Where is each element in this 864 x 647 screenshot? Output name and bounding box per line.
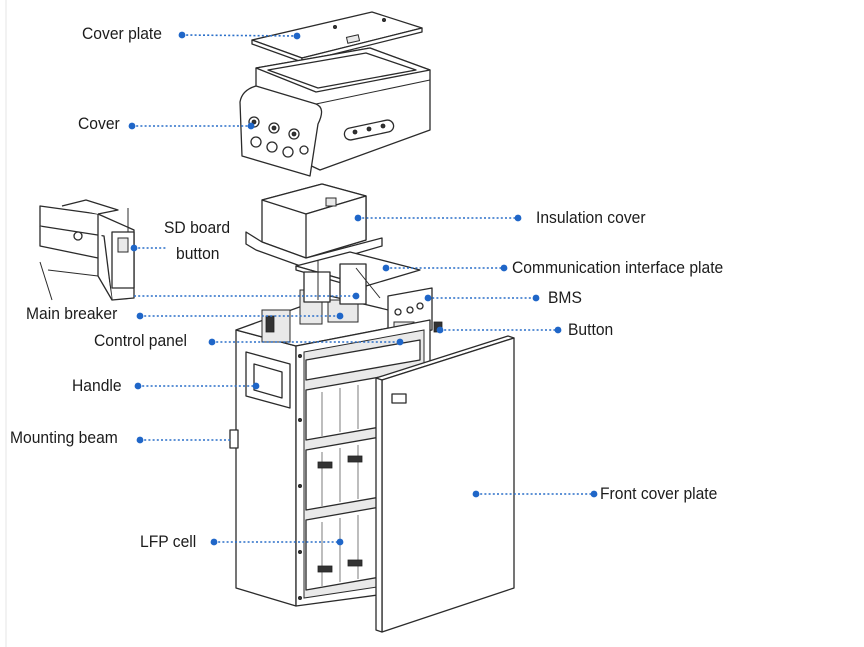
- leader-lines: [128, 31, 598, 546]
- label-control-panel: Control panel: [94, 331, 188, 350]
- label-front-cover-plate: Front cover plate: [600, 484, 718, 503]
- label-sd-board-line1: SD board: [164, 218, 231, 237]
- label-handle: Handle: [72, 376, 122, 395]
- label-mounting-beam: Mounting beam: [10, 428, 118, 447]
- label-button: Button: [568, 320, 614, 339]
- label-bms: BMS: [548, 288, 582, 307]
- label-insulation-cover: Insulation cover: [536, 208, 646, 227]
- label-lfp-cell: LFP cell: [140, 532, 197, 551]
- label-cover: Cover: [78, 114, 120, 133]
- cover-part: [239, 47, 431, 177]
- leader-cover-plate: [181, 34, 298, 37]
- label-sd-board-line2: button: [176, 244, 220, 263]
- insulation-cover-part: [245, 183, 383, 269]
- front-cover-plate-part: [375, 335, 515, 633]
- label-cover-plate: Cover plate: [82, 24, 162, 43]
- label-main-breaker: Main breaker: [26, 304, 118, 323]
- sd-board-detail-inset: [39, 199, 135, 301]
- label-communication-interface-plate: Communication interface plate: [512, 258, 724, 277]
